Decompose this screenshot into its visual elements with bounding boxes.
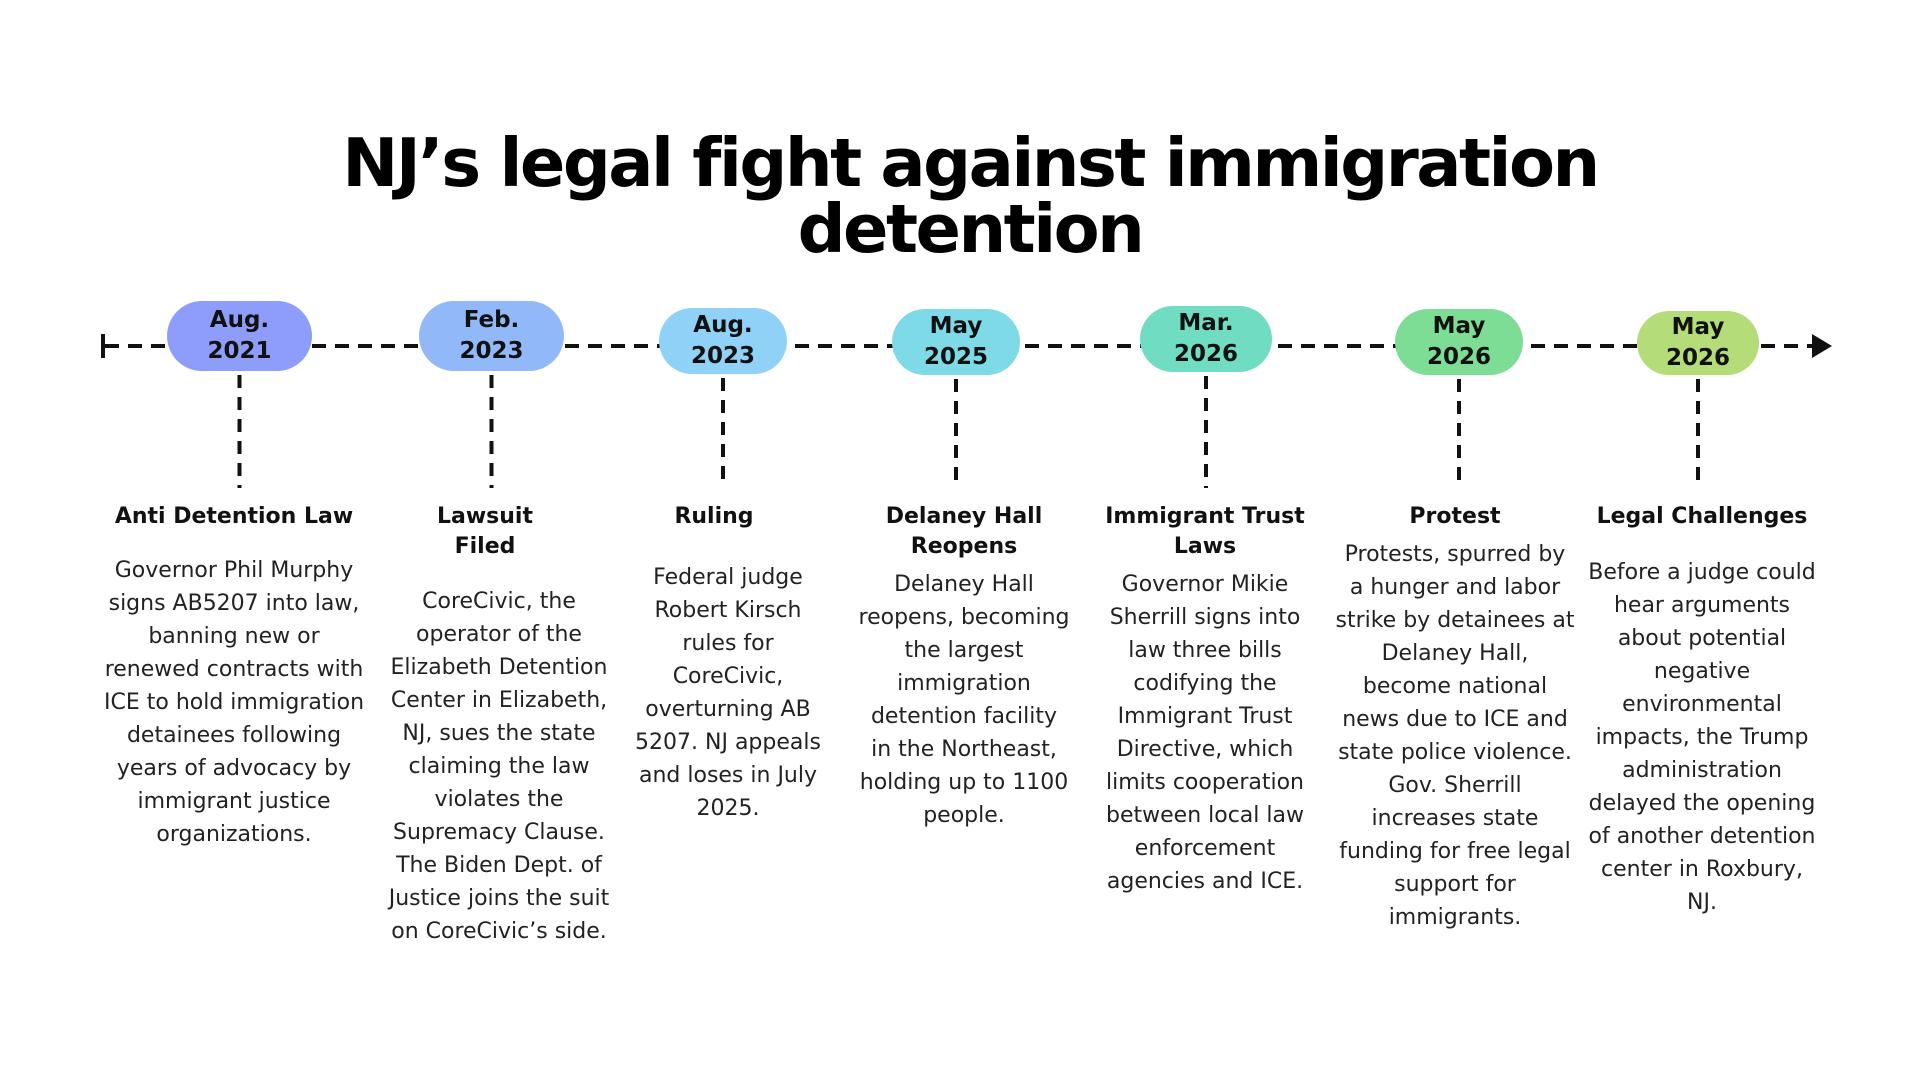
event-month: Mar. [1178,310,1234,336]
event-column: CoreCivic, the operator of the Elizabeth… [379,585,619,948]
event-year: 2023 [459,338,524,364]
event-description: Governor Mikie Sherrill signs into law t… [1105,572,1305,894]
event-heading: Protest [1409,504,1501,529]
event-date-pill: May 2026 [1637,311,1759,375]
event-year: 2026 [1173,341,1238,367]
event-date-pill: Mar. 2026 [1140,306,1272,372]
event-column: Anti Detention Law Governor Phil Murphy … [104,502,364,851]
event-heading: Legal Challenges [1596,504,1808,529]
event-column: Protest Protests, spurred by a hunger an… [1335,502,1575,934]
event-month: May [1432,313,1486,339]
event-column: Ruling [625,502,803,532]
event-heading: Lawsuit Filed [436,504,533,559]
event-year: 2026 [1426,344,1491,370]
event-year: 2026 [1665,345,1730,371]
event-heading: Anti Detention Law [114,504,354,529]
event-month: May [929,313,983,339]
event-column: Immigrant Trust Laws Governor Mikie Sher… [1105,502,1305,898]
event-date-pill: Feb. 2023 [419,301,564,371]
event-month: Aug. [209,307,270,333]
event-heading: Immigrant Trust Laws [1105,504,1305,559]
event-date-pill: May 2025 [892,309,1020,375]
event-column: Lawsuit Filed [410,502,560,562]
event-description: Delaney Hall reopens, becoming the large… [858,572,1070,828]
event-heading: Ruling [674,504,754,529]
event-description: Governor Phil Murphy signs AB5207 into l… [104,558,365,847]
event-month: Feb. [463,307,520,333]
event-date-pill: Aug. 2023 [659,308,787,374]
event-description: Before a judge could hear arguments abou… [1588,560,1816,915]
event-description: Protests, spurred by a hunger and labor … [1335,542,1575,930]
event-column: Legal Challenges Before a judge could he… [1587,502,1817,919]
event-year: 2021 [207,338,272,364]
page-title: NJ’s legal fight against immigration det… [342,124,1600,268]
event-date-pill: Aug. 2021 [167,301,312,371]
event-year: 2023 [690,343,755,369]
event-month: Aug. [693,312,753,338]
event-year: 2025 [923,344,988,370]
event-date-pill: May 2026 [1395,309,1523,375]
event-month: May [1671,314,1725,340]
event-description: Federal judge Robert Kirsch rules for Co… [635,565,821,821]
event-heading: Delaney Hall Reopens [885,504,1043,559]
event-column: Delaney Hall Reopens Delaney Hall reopen… [858,502,1070,832]
event-column: Federal judge Robert Kirsch rules for Co… [632,561,824,825]
event-description: CoreCivic, the operator of the Elizabeth… [388,589,610,944]
timeline-arrow-icon [1812,334,1832,358]
